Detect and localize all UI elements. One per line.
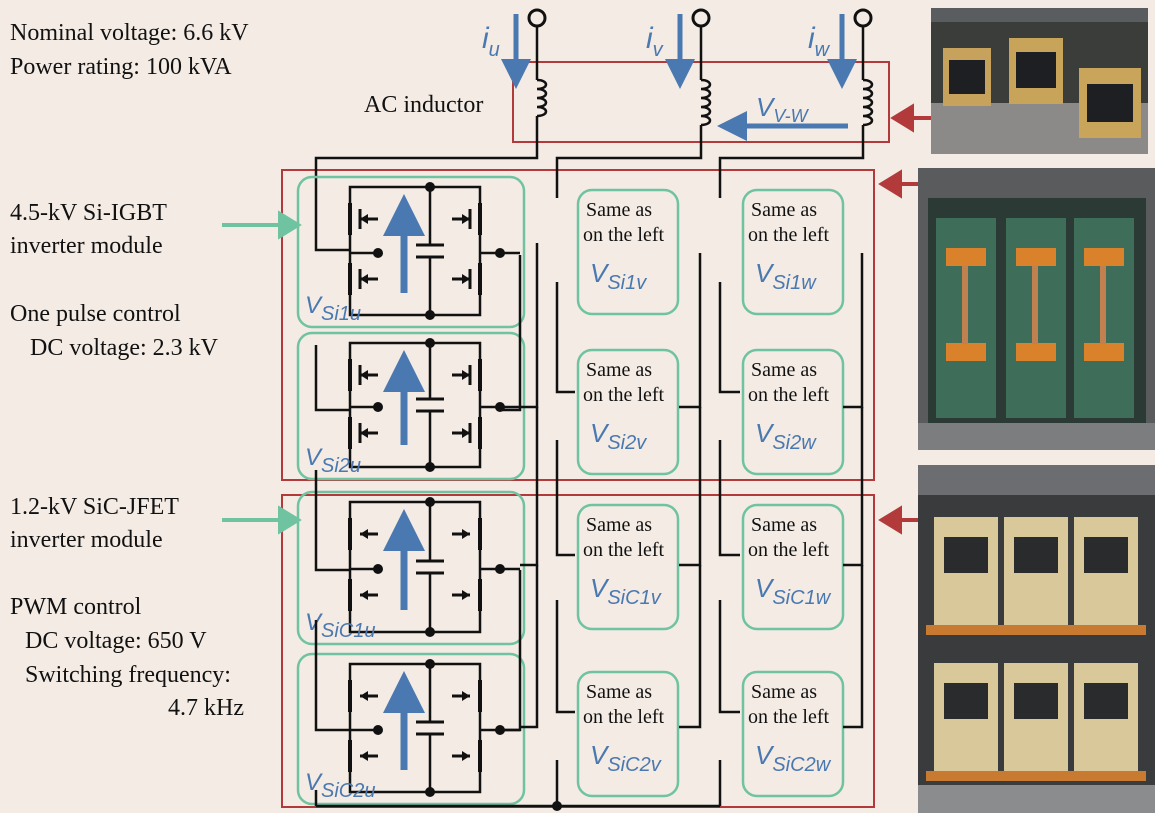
current-u-label: iu [482, 22, 500, 61]
cell-voltage-label: VSiC1w [755, 573, 832, 609]
same-as-line2: on the left [583, 224, 665, 246]
jfet-switch-icon [348, 740, 378, 772]
same-as-line2: on the left [748, 384, 830, 406]
u-cell-1: VSi1u [296, 175, 526, 329]
si-module-title-2: inverter module [10, 233, 163, 259]
terminal-v-icon [691, 8, 711, 28]
same-as-line1: Same as [751, 359, 817, 381]
si-dc-voltage-text: DC voltage: 2.3 kV [30, 335, 218, 361]
igbt-switch-icon [348, 417, 378, 449]
current-w-label: iw [808, 22, 831, 61]
u-cell-2: VSi2u [296, 331, 526, 481]
photo-ac-inductors [931, 8, 1148, 154]
same-as-line2: on the left [583, 539, 665, 561]
igbt-switch-icon [452, 203, 482, 235]
cell-voltage-label: VSiC2w [755, 740, 832, 776]
same-as-line1: Same as [586, 681, 652, 703]
same-as-line1: Same as [586, 514, 652, 536]
sic-switching-value: 4.7 kHz [168, 695, 244, 721]
ac-inductor-coils [536, 78, 874, 127]
igbt-switch-icon [452, 417, 482, 449]
inductor-u-icon [536, 78, 548, 118]
si-photo-pointer-icon [878, 169, 902, 199]
igbt-switch-icon [348, 359, 378, 391]
jfet-switch-icon [452, 518, 482, 550]
terminal-u-icon [527, 8, 547, 28]
cell-voltage-label: VSiC1v [590, 573, 662, 609]
same-as-line2: on the left [748, 224, 830, 246]
nominal-voltage-text: Nominal voltage: 6.6 kV [10, 20, 249, 46]
cell-voltage-label: VSi1w [755, 258, 817, 294]
inductor-v-icon [700, 78, 712, 127]
same-as-line2: on the left [748, 706, 830, 728]
igbt-switch-icon [348, 203, 378, 235]
u-cell-label: VSiC2u [305, 769, 376, 802]
jfet-switch-icon [452, 579, 482, 611]
si-igbt-module-box [281, 169, 875, 481]
same-as-line1: Same as [586, 359, 652, 381]
inductor-photo-pointer-icon [890, 103, 914, 133]
sic-module-pointer-icon [278, 505, 302, 535]
u-cell-label: VSi1u [305, 292, 361, 325]
igbt-switch-icon [452, 359, 482, 391]
cell-voltage-label: VSi2v [590, 418, 647, 454]
sic-module-title-2: inverter module [10, 527, 163, 553]
power-rating-text: Power rating: 100 kVA [10, 54, 232, 80]
same-as-line1: Same as [751, 681, 817, 703]
same-as-line1: Same as [586, 199, 652, 221]
terminal-w-icon [853, 8, 873, 28]
jfet-switch-icon [348, 518, 378, 550]
jfet-switch-icon [348, 579, 378, 611]
photo-sic-jfet-module [918, 465, 1155, 813]
same-as-line2: on the left [748, 539, 830, 561]
igbt-switch-icon [452, 263, 482, 295]
inductor-w-icon [862, 78, 874, 127]
si-module-title-1: 4.5-kV Si-IGBT [10, 200, 167, 226]
jfet-switch-icon [348, 680, 378, 712]
u-cell-label: VSi2u [305, 444, 361, 477]
cell-voltage-label: VSiC2v [590, 740, 662, 776]
same-as-line1: Same as [751, 199, 817, 221]
igbt-switch-icon [348, 263, 378, 295]
photo-si-igbt-module [918, 168, 1155, 450]
same-as-line2: on the left [583, 706, 665, 728]
sic-photo-pointer-icon [878, 505, 902, 535]
line-voltage-label: VV-W [756, 92, 810, 126]
cell-voltage-label: VSi2w [755, 418, 817, 454]
sic-control-text: PWM control [10, 594, 142, 620]
same-as-line2: on the left [583, 384, 665, 406]
u-cell-label: VSiC1u [305, 609, 376, 642]
same-as-line1: Same as [751, 514, 817, 536]
sic-module-title-1: 1.2-kV SiC-JFET [10, 494, 179, 520]
u-cell-3: VSiC1u [296, 490, 526, 646]
cell-voltage-label: VSi1v [590, 258, 647, 294]
u-cell-4: VSiC2u [296, 652, 526, 806]
jfet-switch-icon [452, 680, 482, 712]
sic-switching-label: Switching frequency: [25, 662, 231, 688]
si-module-pointer-icon [278, 210, 302, 240]
jfet-switch-icon [452, 740, 482, 772]
si-control-text: One pulse control [10, 301, 181, 327]
current-v-label: iv [646, 22, 664, 61]
ac-inductor-label: AC inductor [364, 92, 483, 118]
sic-dc-voltage-text: DC voltage: 650 V [25, 628, 207, 654]
